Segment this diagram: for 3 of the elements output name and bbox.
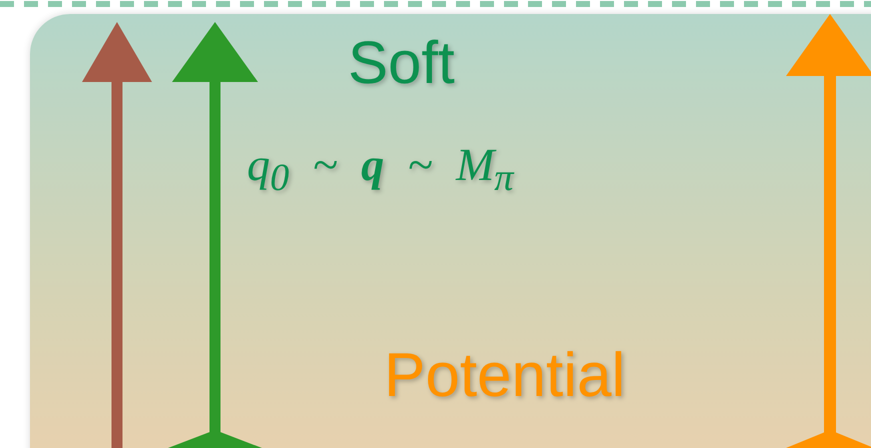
region-title: Potential xyxy=(384,340,626,411)
math-formula: q$_{0}$ ~ q ~ M$_{π}$ xyxy=(247,138,514,200)
region-title: Soft xyxy=(348,28,455,97)
